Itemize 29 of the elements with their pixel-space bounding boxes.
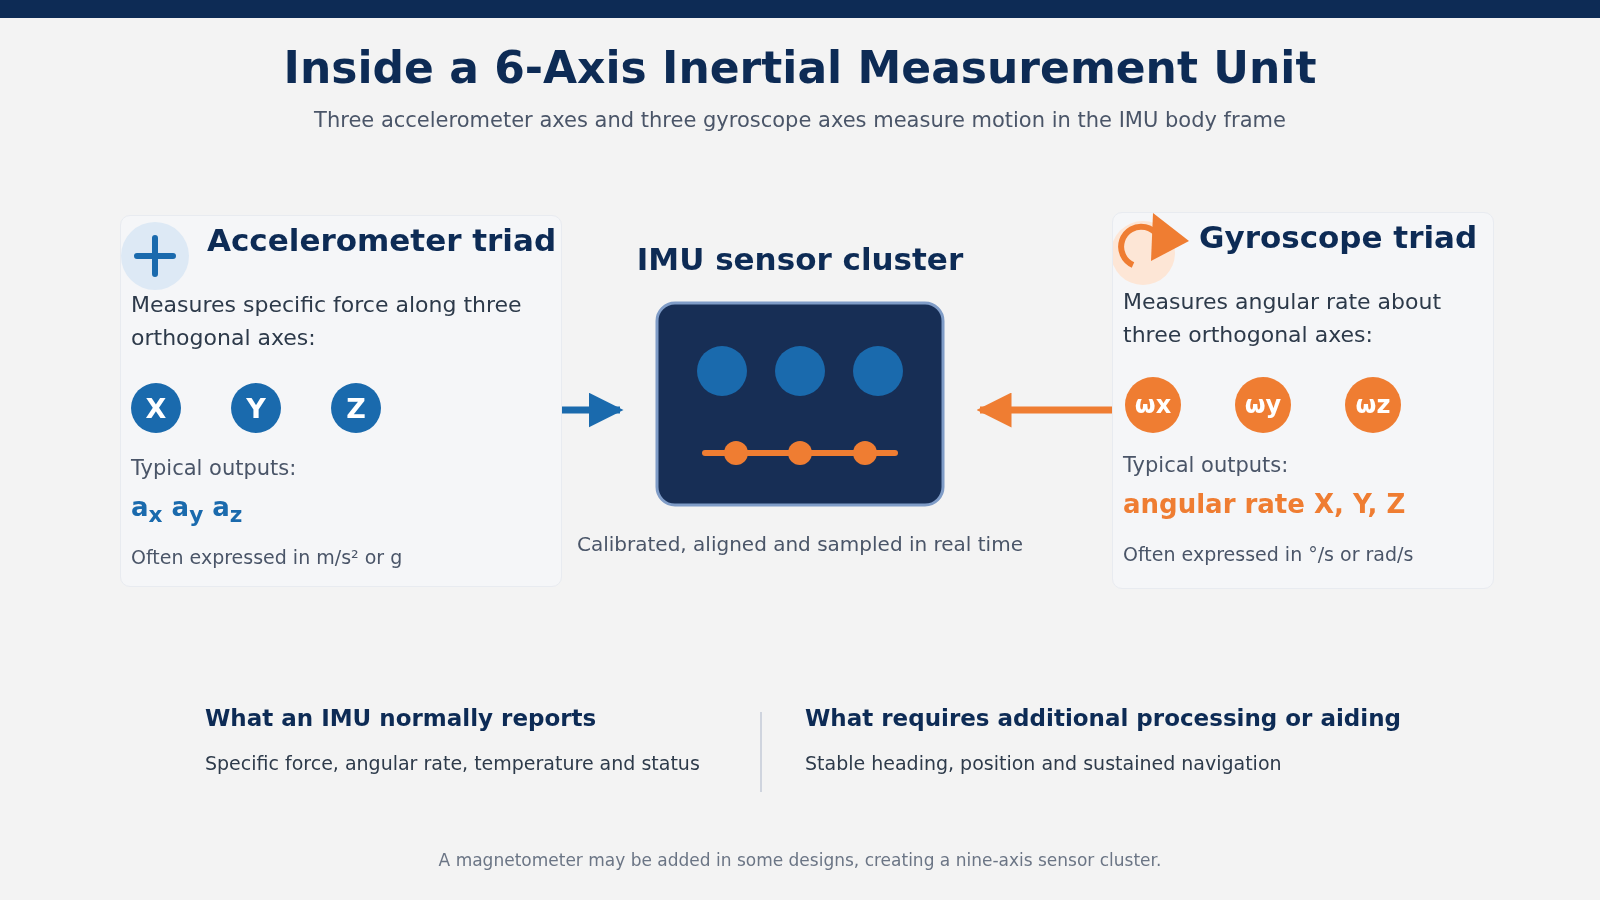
outputs-label: Typical outputs:	[1123, 453, 1289, 477]
axis-badge: ωz	[1345, 377, 1401, 433]
arrow	[976, 392, 1112, 428]
output-values: angular rate X, Y, Z	[1123, 489, 1406, 519]
arrow	[562, 392, 624, 428]
axis-badge: ωy	[1235, 377, 1291, 433]
section-heading: What requires additional processing or aiding	[805, 705, 1402, 731]
footnote: A magnetometer may be added in some designs, creating a nine-axis sensor cluster.	[437, 850, 1163, 870]
axis-badge: X	[131, 383, 181, 433]
description: Measures specific force along three orthogonal axes:	[131, 291, 523, 352]
subtitle: Three accelerometer axes and three gyroscope axes measure motion in the IMU body frame	[313, 108, 1287, 132]
section-text: Stable heading, position and sustained navigation	[805, 752, 1282, 774]
axis-badge: ωx	[1125, 377, 1181, 433]
cluster-heading: IMU sensor cluster	[635, 241, 965, 277]
output-values: a$_{x}$ a$_{y}$ a$_{z}$	[131, 492, 243, 528]
section-heading: What an IMU normally reports	[205, 705, 597, 731]
info-panel	[120, 215, 562, 587]
title: Inside a 6-Axis Inertial Measurement Unit	[282, 42, 1318, 93]
outputs-label: Typical outputs:	[131, 456, 297, 480]
units-note: Often expressed in m/s² or g	[131, 546, 403, 568]
description: Measures angular rate about three orthogonal axes:	[1123, 288, 1443, 349]
section-text: Specific force, angular rate, temperature and status	[205, 752, 700, 774]
cluster-caption: Calibrated, aligned and sampled in real time	[576, 532, 1024, 556]
panel-heading: Gyroscope triad	[1199, 219, 1478, 255]
axis-badge: Z	[331, 383, 381, 433]
panel-heading: Accelerometer triad	[207, 222, 557, 258]
info-panel	[1112, 212, 1494, 589]
units-note: Often expressed in °/s or rad/s	[1123, 543, 1414, 565]
axis-badge: Y	[231, 383, 281, 433]
